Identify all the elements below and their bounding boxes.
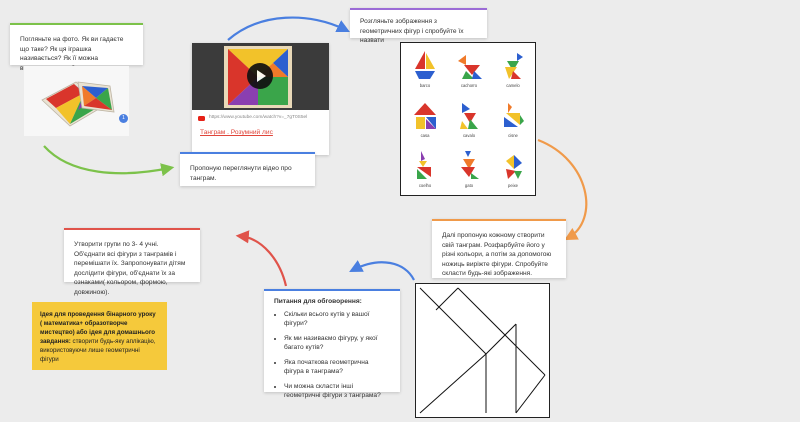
card-accent <box>264 289 400 291</box>
tangram-box-photo[interactable] <box>24 66 129 136</box>
figure-label: cachorro <box>460 83 478 88</box>
cat-figure <box>461 151 479 179</box>
video-suggest-card[interactable]: Пропоную переглянути відео про танграм. <box>180 152 315 186</box>
arrow-create-to-questions <box>349 260 415 281</box>
fish-figure <box>506 155 522 179</box>
card-accent <box>10 23 143 25</box>
video-title-link[interactable]: Танграм . Розумний лис <box>200 129 273 136</box>
camel-figure <box>505 53 523 79</box>
boat-figure <box>415 51 435 79</box>
figure-casa: casa <box>405 97 445 145</box>
rabbit-figure <box>417 151 431 179</box>
arrow-video-to-look <box>227 16 350 41</box>
tangram-outline-drawing <box>419 287 546 414</box>
video-url[interactable]: https://www.youtube.com/watch?v=_7gT0S5e… <box>209 115 308 120</box>
figure-coelho: coelho <box>405 147 445 195</box>
figure-camelo: camelo <box>493 47 533 95</box>
horse-figure <box>460 103 478 129</box>
swan-figure <box>504 103 524 127</box>
question-item: Як ми називаємо фігуру, у якої багато ку… <box>284 334 390 353</box>
tangram-figures-gallery[interactable]: barco cachorro camelo casa cavalo cisne … <box>400 42 536 196</box>
sticky-bold-text: Ідея для проведення бінарного уроку ( ма… <box>40 311 156 345</box>
question-item: Чи можна скласти інші геометричні фігури… <box>284 382 390 401</box>
questions-list: Скільки всього кутів у вашої фігури? Як … <box>274 310 390 401</box>
figure-peixe: peixe <box>493 147 533 195</box>
figure-label: coelho <box>418 183 432 188</box>
figure-label: cisne <box>508 133 518 138</box>
figure-cachorro: cachorro <box>449 47 489 95</box>
card-accent <box>350 8 487 10</box>
groups-text: Утворити групи по 3- 4 учні. Об'єднати в… <box>74 241 186 296</box>
card-accent <box>180 152 315 154</box>
figure-label: cavalo <box>462 133 476 138</box>
arrow-questions-to-groups <box>235 230 288 287</box>
create-text: Далі пропоную кожному створити свій танг… <box>442 232 552 278</box>
card-accent <box>64 228 200 230</box>
tangram-box-illustration <box>41 81 115 127</box>
sticky-note[interactable]: Ідея для проведення бінарного уроку ( ма… <box>32 302 167 370</box>
figure-label: casa <box>420 133 430 138</box>
look-card[interactable]: Розгляньте зображення з геометричних фіг… <box>350 8 487 44</box>
figure-cisne: cisne <box>493 97 533 145</box>
video-suggest-text: Пропоную переглянути відео про танграм. <box>190 165 292 182</box>
house-figure <box>414 103 436 129</box>
arrow-gallery-to-create <box>537 138 588 241</box>
video-card[interactable]: https://www.youtube.com/watch?v=_7gT0S5e… <box>192 43 329 155</box>
figure-gato: gato <box>449 147 489 195</box>
video-thumbnail[interactable] <box>192 43 329 110</box>
tangram-outline-image[interactable] <box>415 283 550 418</box>
figure-barco: barco <box>405 47 445 95</box>
question-item: Скільки всього кутів у вашої фігури? <box>284 310 390 329</box>
groups-card[interactable]: Утворити групи по 3- 4 учні. Об'єднати в… <box>64 228 200 296</box>
create-card[interactable]: Далі пропоную кожному створити свій танг… <box>432 219 566 278</box>
figure-label: gato <box>464 183 474 188</box>
card-accent <box>432 219 566 221</box>
questions-card[interactable]: Питання для обговорення: Скільки всього … <box>264 289 400 399</box>
play-button[interactable] <box>247 63 273 89</box>
figure-label: barco <box>419 83 431 88</box>
questions-title: Питання для обговорення: <box>274 298 362 305</box>
figure-label: peixe <box>507 183 518 188</box>
question-item: Яка початкова геометрична фігура в тангр… <box>284 358 390 377</box>
figure-cavalo: cavalo <box>449 97 489 145</box>
photo-badge: 1 <box>119 114 128 123</box>
arrow-photo-to-suggest <box>43 145 175 177</box>
intro-card[interactable]: Погляньте на фото. Як ви гадаєте що таке… <box>10 23 143 72</box>
sticky-text: створити будь-яку аплікацію, використову… <box>40 337 156 363</box>
dog-figure <box>458 55 482 79</box>
figure-label: camelo <box>506 83 520 88</box>
youtube-icon <box>198 116 205 121</box>
look-text: Розгляньте зображення з геометричних фіг… <box>360 18 464 45</box>
